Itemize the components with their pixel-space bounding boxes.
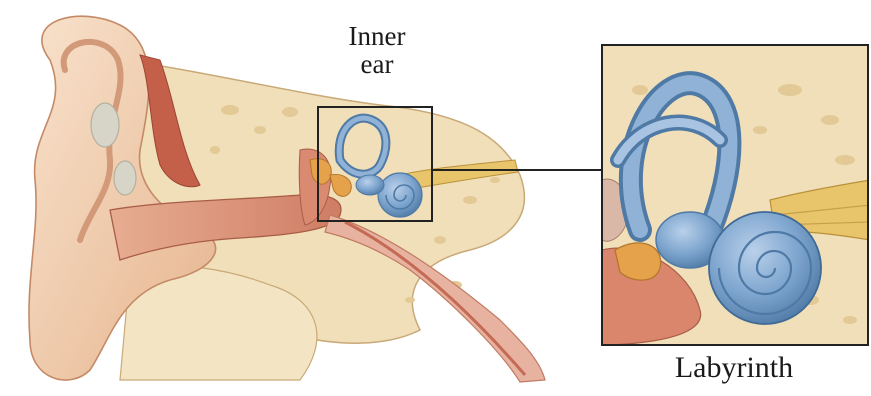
- inner-ear-label-line2: ear: [318, 50, 436, 78]
- labyrinth-zoom-panel: [602, 45, 870, 345]
- labyrinth-label: Labyrinth: [600, 352, 868, 384]
- inner-ear-label-line1: Inner: [318, 22, 436, 50]
- inner-ear-label: Inner ear: [318, 22, 436, 79]
- cartilage-node-2: [114, 161, 136, 195]
- cartilage-node-1: [91, 103, 119, 147]
- ear-cross-section: [29, 16, 602, 382]
